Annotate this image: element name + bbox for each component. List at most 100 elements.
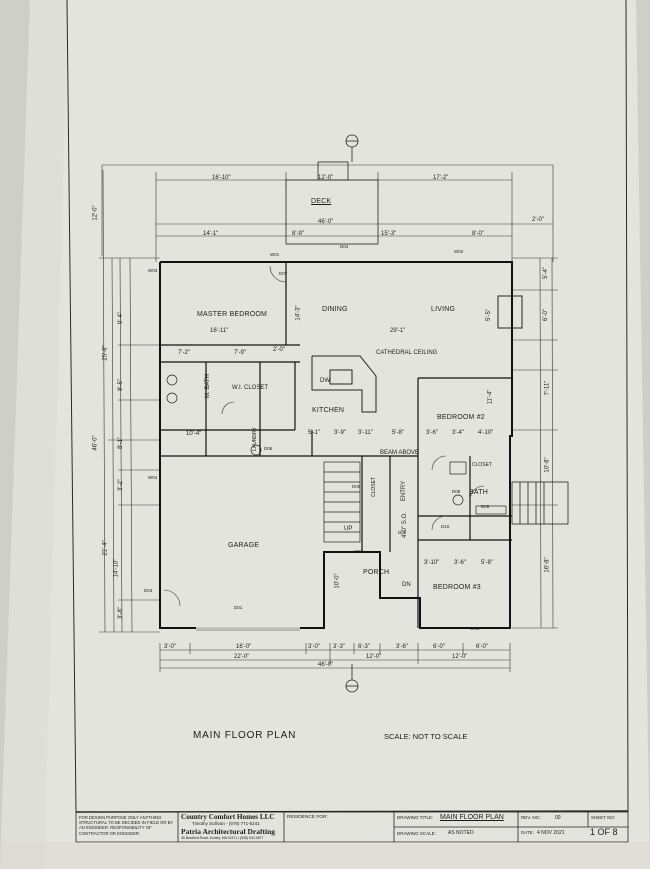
dim-row2-b: 8'-9" <box>292 231 304 237</box>
room-label-deck: DECK <box>311 198 332 205</box>
dim-b4: 3'-10" <box>424 560 440 566</box>
scale-note: SCALE: NOT TO SCALE <box>384 732 468 741</box>
room-label-bedroom-3: BEDROOM #3 <box>433 584 481 591</box>
tag-d003: D03 <box>144 588 153 593</box>
note-beam-above: BEAM ABOVE <box>380 450 420 456</box>
tag-d001: D01 <box>234 605 243 610</box>
dim-left-h: 3'-8" <box>117 607 124 619</box>
room-label-bath: BATH <box>469 489 488 496</box>
room-label-porch: PORCH <box>363 569 390 576</box>
kitchen-island <box>311 355 377 413</box>
dim-bot-9: 22'-0" <box>234 654 250 660</box>
dim-bot-6: 3'-6" <box>396 644 408 650</box>
dim-bot-10: 12'-0" <box>366 654 382 660</box>
dim-top-3: 17'-2" <box>433 175 449 181</box>
dim-right-a: 5'-4" <box>542 267 549 279</box>
dim-row2-c: 15'-3" <box>381 231 397 237</box>
dim-k4: 5'-8" <box>392 430 404 436</box>
dim-r3: 2'-0" <box>273 347 285 353</box>
sheet-number: 1 OF 8 <box>590 827 618 837</box>
drawing-scale-value: AS NOTED <box>448 830 474 836</box>
room-label-dining: DINING <box>322 306 348 313</box>
left-dimension-lines <box>99 169 160 633</box>
drafting-firm-address: 45 Bradford Road, Dudley, MA 01571 • (50… <box>181 836 264 840</box>
tag-w003: W03 <box>148 268 158 273</box>
section-marker-top <box>345 134 359 162</box>
dim-left-g: 3'-2" <box>117 479 124 491</box>
date-label: DATE: <box>521 830 534 835</box>
tag-d005: D05 <box>481 504 490 509</box>
dim-right-g: 5'-5" <box>485 309 492 321</box>
dim-living-width: 29'-1" <box>390 328 406 334</box>
tag-d008: D08 <box>452 489 461 494</box>
dim-bot-1: 3'-0" <box>164 644 176 650</box>
drafting-firm: Patria Architectural Drafting <box>181 827 276 836</box>
door-swings <box>163 265 485 607</box>
dim-top-2: 12'-0" <box>318 175 334 181</box>
dim-right-c: 7'-11" <box>544 380 551 396</box>
tag-d010: D10 <box>441 524 450 529</box>
fireplace <box>497 295 523 329</box>
tag-d009: D09 <box>352 484 361 489</box>
drawing-title: MAIN FLOOR PLAN <box>193 730 297 741</box>
drawing-title-label: DRAWING TITLE: <box>397 815 434 820</box>
dim-left-c: 14'-10" <box>113 558 120 578</box>
room-label-laundry: LAUNDRY <box>251 427 258 451</box>
drawing-scale-label: DRAWING SCALE: <box>397 831 436 836</box>
tag-w005: W05 <box>470 626 480 631</box>
dim-b3: 4'-10" <box>478 430 494 436</box>
dim-bot-2: 16'-0" <box>236 644 252 650</box>
tag-d006: D06 <box>264 446 273 451</box>
dim-bot-7: 6'-0" <box>433 644 445 650</box>
dim-k1: 5'-1" <box>308 430 320 436</box>
dim-row2-d: 8'-0" <box>472 231 484 237</box>
tag-d004: D04 <box>340 244 349 249</box>
tag-d002: D02 <box>398 530 407 535</box>
stairs <box>323 461 361 543</box>
dim-left-b: 21'-4" <box>102 540 109 556</box>
dim-left-d: 9'-4" <box>117 312 124 324</box>
room-label-master-bedroom: MASTER BEDROOM <box>197 311 268 318</box>
bottom-dimension-lines <box>159 643 511 672</box>
company-contact: Timothy Sullivan - (978) 771-6241 <box>192 821 260 826</box>
design-disclaimer: FOR DESIGN PURPOSE ONLY ANYTHING STRUCTU… <box>79 815 174 836</box>
dim-row2-a: 14'-1" <box>203 231 219 237</box>
company-name: Country Comfort Homes LLC <box>181 813 275 821</box>
bath-fixtures <box>166 374 507 515</box>
section-marker-bottom <box>345 664 359 693</box>
drawing-title-value: MAIN FLOOR PLAN <box>440 814 504 821</box>
dim-top-total: 46'-0" <box>318 219 334 225</box>
label-stair-down: DN <box>402 582 411 588</box>
room-label-wi-closet: W.I. CLOSET <box>232 385 269 391</box>
room-label-m-bath: M. BATH <box>204 374 211 398</box>
dim-bot-3: 3'-0" <box>308 644 320 650</box>
tag-w001: W01 <box>270 252 280 257</box>
tag-w006: W06 <box>354 549 364 554</box>
dim-dining-h: 14'-3" <box>295 305 302 321</box>
dim-right-d: 10'-8" <box>544 457 551 473</box>
dim-k2: 3'-9" <box>334 430 346 436</box>
dim-r4: 10'-4" <box>186 431 202 437</box>
rev-value: 00 <box>555 815 561 821</box>
residence-label: RESIDENCE FOR: <box>287 815 328 820</box>
dim-bot-total: 46'-0" <box>318 662 334 668</box>
dim-b5: 3'-6" <box>454 560 466 566</box>
room-label-kitchen: KITCHEN <box>312 407 345 414</box>
title-block <box>75 811 629 843</box>
dim-bot-4: 3'-3" <box>333 644 345 650</box>
room-label-living: LIVING <box>431 306 456 313</box>
room-label-garage: GARAGE <box>228 542 260 549</box>
dim-b1: 3'-6" <box>426 430 438 436</box>
room-label-closet-entry: CLOSET <box>371 476 378 498</box>
dim-bot-5: 6'-3" <box>358 644 370 650</box>
note-cathedral-ceiling: CATHEDRAL CEILING <box>376 350 438 356</box>
dim-right-b: 6'-0" <box>542 309 549 321</box>
side-stair <box>511 481 569 525</box>
tag-w002: W02 <box>454 249 464 254</box>
dim-left-total: 46'-0" <box>92 435 99 451</box>
exterior-walls <box>159 261 513 629</box>
dim-master-width: 16'-11" <box>210 328 229 334</box>
